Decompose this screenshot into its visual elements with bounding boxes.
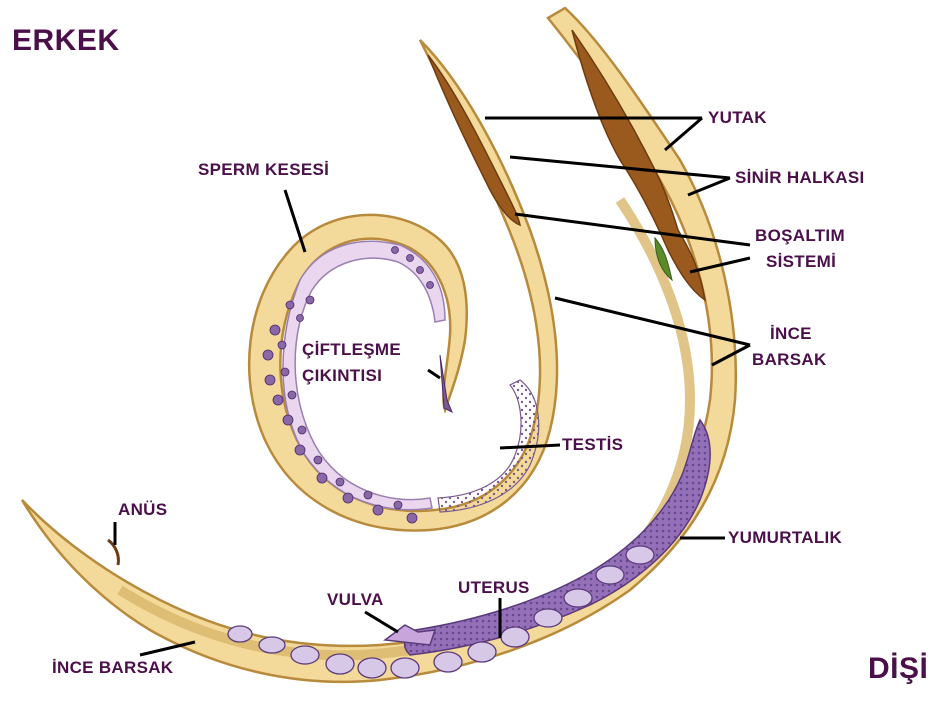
label-testis: TESTİS	[562, 435, 623, 455]
label-uterus: UTERUS	[458, 578, 530, 598]
male-worm	[249, 40, 557, 531]
female-anus	[108, 540, 118, 565]
label-bosaltim-1: BOŞALTIM	[755, 226, 845, 246]
label-anus: ANÜS	[118, 500, 167, 520]
label-sperm-kesesi: SPERM KESESİ	[198, 160, 329, 180]
label-bosaltim-2: SİSTEMİ	[766, 252, 836, 272]
label-sinir-halkasi: SİNİR HALKASI	[735, 168, 865, 188]
label-ince-barsak-bottom: İNCE BARSAK	[52, 658, 173, 678]
label-ciftlesme-1: ÇİFTLEŞME	[302, 340, 401, 360]
label-ince-1: İNCE	[770, 324, 812, 344]
label-yutak: YUTAK	[708, 108, 767, 128]
label-vulva: VULVA	[327, 590, 384, 610]
label-ciftlesme-2: ÇIKINTISI	[302, 366, 382, 386]
female-title: DİŞİ	[868, 652, 928, 686]
male-pharynx	[428, 55, 520, 225]
male-body	[249, 40, 557, 531]
label-ince-2: BARSAK	[752, 350, 827, 370]
male-title: ERKEK	[12, 24, 120, 58]
label-yumurtalik: YUMURTALIK	[728, 528, 842, 548]
